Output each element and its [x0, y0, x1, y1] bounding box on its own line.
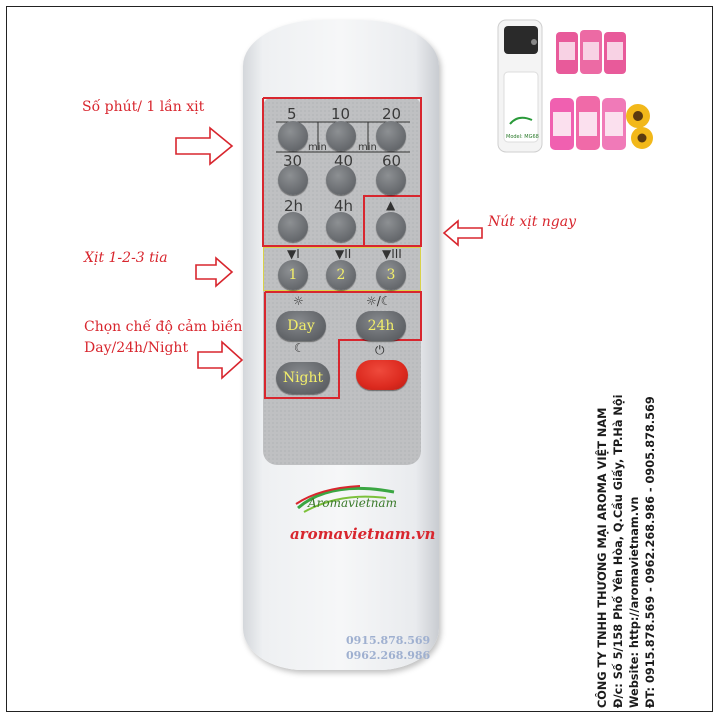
annotation-sensor-mode-1: Chọn chế độ cảm biến	[84, 319, 243, 335]
annotation-sensor-mode-2: Day/24h/Night	[84, 340, 189, 356]
arrow-left-icon	[442, 219, 483, 247]
label-4h: 4h	[334, 197, 354, 215]
spray-2-icon: ▼ΙΙ	[335, 247, 352, 261]
label-20: 20	[382, 105, 402, 123]
product-model-label: Model: MG68	[506, 134, 539, 140]
button-60-min[interactable]	[376, 165, 406, 195]
annotation-minutes: Số phút/ 1 lần xịt	[82, 99, 205, 115]
phone-2: 0962.268.986	[346, 649, 431, 662]
spray-1-button[interactable]: 1	[278, 260, 308, 290]
arrow-right-icon	[175, 126, 234, 166]
button-10-40-min[interactable]	[326, 121, 356, 151]
company-name: CÔNG TY TNHH THƯƠNG MẠI AROMA VIỆT NAM	[596, 407, 609, 708]
24h-button[interactable]: 24h	[356, 311, 406, 341]
website-text: aromavietnam.vn	[290, 525, 436, 543]
annotation-spray-count: Xịt 1-2-3 tia	[84, 250, 168, 266]
company-info: CÔNG TY TNHH THƯƠNG MẠI AROMA VIỆT NAM Đ…	[595, 378, 685, 709]
aroma-logo	[295, 485, 395, 513]
annotation-spray-now: Nút xịt ngay	[488, 214, 577, 230]
button-5-30-min[interactable]	[278, 121, 308, 151]
spray-now-icon: ▲	[386, 198, 396, 212]
power-button[interactable]	[356, 360, 408, 390]
spray-2-button[interactable]: 2	[326, 260, 356, 290]
company-address: Đ/c: Số 5/158 Phố Yên Hòa, Q.Cầu Giấy, T…	[612, 394, 625, 709]
min-label-2: min	[358, 142, 377, 153]
spray-3-button[interactable]: 3	[376, 260, 406, 290]
label-5: 5	[287, 105, 297, 123]
spray-count-box	[263, 247, 421, 291]
power-icon: ⏻	[375, 343, 385, 357]
company-website: Website: http://aromavietnam.vn	[628, 496, 641, 708]
spray-now-button[interactable]	[376, 212, 406, 242]
sun-icon: ☼	[293, 294, 304, 308]
spray-3-icon: ▼ΙΙΙ	[382, 247, 402, 261]
label-10: 10	[331, 105, 351, 123]
button-40-min[interactable]	[326, 165, 356, 195]
button-20-60-min[interactable]	[376, 121, 406, 151]
button-30-min[interactable]	[278, 165, 308, 195]
arrow-right-icon	[197, 340, 244, 380]
day-button[interactable]: Day	[276, 311, 326, 341]
min-label-1: min	[308, 142, 327, 153]
sun-moon-icon: ☼/☾	[366, 294, 392, 308]
company-phones: ĐT: 0915.878.569 - 0962.268.986 - 0905.8…	[644, 396, 657, 708]
product-photo	[497, 19, 653, 153]
spray-1-icon: ▼Ι	[287, 247, 300, 261]
phone-1: 0915.878.569	[346, 634, 431, 647]
night-button[interactable]: Night	[276, 362, 330, 394]
button-4h[interactable]	[326, 212, 356, 242]
label-2h: 2h	[284, 197, 304, 215]
logo-text: Aromavietnam	[308, 496, 397, 510]
moon-icon: ☾	[294, 341, 305, 355]
button-2h[interactable]	[278, 212, 308, 242]
image-frame	[6, 6, 713, 712]
arrow-right-icon	[195, 256, 234, 288]
